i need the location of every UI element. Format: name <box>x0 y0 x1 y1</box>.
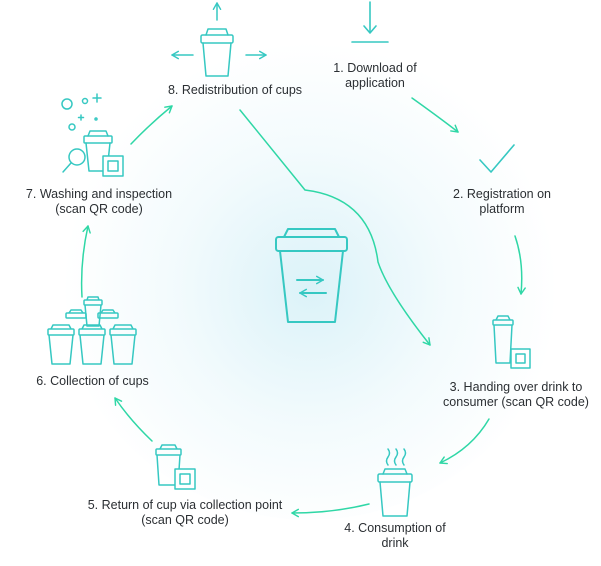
download-icon <box>351 1 389 43</box>
step-5-label: 5. Return of cup via collection point (s… <box>87 498 283 527</box>
arrow-8-to-3 <box>239 109 431 346</box>
cup-qr-icon <box>155 444 196 490</box>
arrow-5-to-6 <box>114 397 153 442</box>
arrow-6-to-7 <box>80 225 91 298</box>
stacked-cups-icon <box>47 296 137 365</box>
cup-qr-icon <box>492 315 531 369</box>
checkmark-icon <box>479 144 515 173</box>
step-2-label: 2. Registration on platform <box>453 187 551 216</box>
reusable-cup-icon <box>275 228 348 323</box>
arrow-1-to-2 <box>411 97 459 133</box>
arrow-3-to-4 <box>439 418 490 465</box>
hot-cup-icon <box>377 448 413 517</box>
step-4-label: 4. Consumption of drink <box>344 521 446 550</box>
washing-inspection-icon <box>61 93 124 177</box>
step-1-label: 1. Download of application <box>333 61 417 90</box>
distribution-cup-icon <box>171 2 267 77</box>
arrow-2-to-3 <box>514 235 526 295</box>
arrow-7-to-8 <box>130 105 173 145</box>
step-6-label: 6. Collection of cups <box>36 374 149 388</box>
arrow-4-to-5 <box>291 503 370 518</box>
step-8-label: 8. Redistribution of cups <box>167 83 303 97</box>
step-3-label: 3. Handing over drink to consumer (scan … <box>443 380 589 409</box>
step-7-label: 7. Washing and inspection (scan QR code) <box>25 187 173 216</box>
